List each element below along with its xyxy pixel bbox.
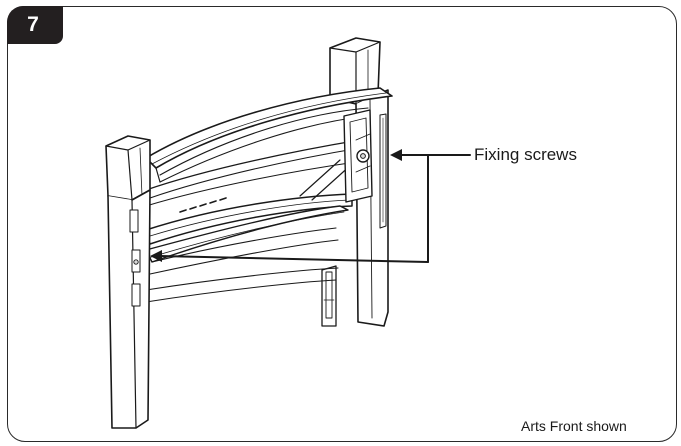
mount-plate [343, 109, 373, 203]
callout-arrowheads [150, 149, 402, 262]
arrowhead-upper [390, 149, 402, 161]
upper-arm [145, 87, 393, 213]
model-caption: Arts Front shown [521, 418, 627, 434]
step-number-badge: 7 [7, 6, 63, 44]
left-post [105, 135, 151, 429]
fixing-screw-lower [133, 259, 139, 265]
arrowhead-lower [150, 250, 162, 262]
lower-arm [145, 159, 353, 303]
callout-leaders [159, 154, 471, 263]
fixing-screws-label: Fixing screws [474, 145, 577, 164]
